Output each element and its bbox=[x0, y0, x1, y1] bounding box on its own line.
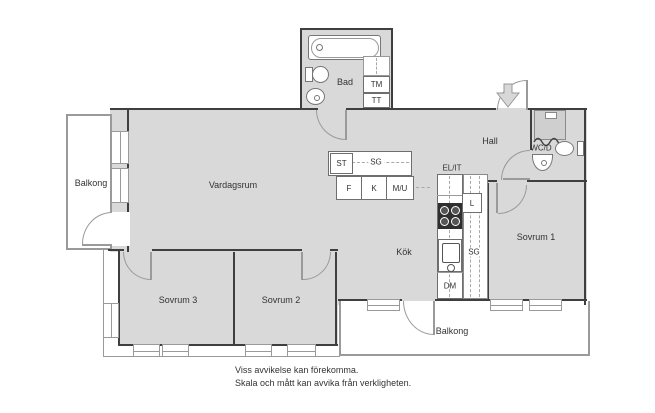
balcony-left-door-leaf bbox=[82, 244, 112, 246]
wall bbox=[233, 252, 235, 346]
wall bbox=[584, 108, 586, 305]
wardrobe-sg-label: SG bbox=[467, 247, 481, 257]
disclaimer-line-1: Viss avvikelse kan förekomma. bbox=[235, 365, 359, 375]
bathtub-icon bbox=[308, 35, 381, 60]
wall bbox=[110, 108, 302, 110]
room-label-balkong-left: Balkong bbox=[74, 178, 108, 188]
counter-divider bbox=[437, 195, 463, 196]
window bbox=[133, 344, 160, 357]
door-opening bbox=[110, 212, 130, 246]
wall bbox=[391, 28, 393, 110]
dishwasher-label: DM bbox=[443, 281, 457, 291]
washing-machine-box: TM bbox=[363, 76, 390, 93]
room-label-kok: Kök bbox=[396, 247, 412, 257]
wall bbox=[330, 249, 338, 251]
window bbox=[245, 344, 272, 357]
sink-icon bbox=[306, 88, 325, 105]
dashed-cabinet bbox=[363, 56, 390, 76]
cabinet-k: K bbox=[361, 176, 387, 200]
disclaimer-line-2: Skala och mått kan avvika från verklighe… bbox=[235, 378, 412, 388]
wall bbox=[300, 28, 302, 110]
elit-label: EL/IT bbox=[442, 163, 462, 173]
room-label-balkong-bottom: Balkong bbox=[435, 326, 469, 336]
entrance-arrow-icon bbox=[495, 83, 521, 108]
window bbox=[111, 168, 129, 203]
dryer-box: TT bbox=[363, 93, 390, 108]
balcony-door-leaf bbox=[433, 301, 435, 335]
wcd-door-leaf bbox=[503, 178, 530, 180]
window bbox=[529, 299, 562, 311]
disclaimer-text: Viss avvikelse kan förekomma. Skala och … bbox=[235, 364, 411, 390]
cabinet-st: ST bbox=[330, 153, 353, 174]
room-label-sovrum1: Sovrum 1 bbox=[516, 232, 556, 242]
sovrum1-door-leaf bbox=[496, 183, 498, 213]
bathroom-door-leaf bbox=[345, 110, 347, 140]
wall bbox=[335, 252, 337, 346]
window bbox=[103, 303, 119, 338]
wall bbox=[487, 180, 497, 182]
room-label-wcd: WC/D bbox=[530, 143, 552, 153]
cabinet-st-label: ST bbox=[336, 159, 347, 168]
wall bbox=[302, 108, 318, 110]
room-label-bad: Bad bbox=[336, 77, 354, 87]
cabinet-mu: M/U bbox=[386, 176, 414, 200]
room-label-sovrum2: Sovrum 2 bbox=[261, 295, 301, 305]
room-label-vardagsrum: Vardagsrum bbox=[208, 180, 258, 190]
cabinet-k-label: K bbox=[371, 183, 377, 193]
cabinet-l-label: L bbox=[469, 198, 475, 208]
room-label-sovrum3: Sovrum 3 bbox=[158, 295, 198, 305]
wall bbox=[118, 250, 120, 346]
toilet-icon bbox=[555, 141, 574, 156]
dryer-label: TT bbox=[371, 96, 382, 105]
entrance-door-leaf bbox=[526, 80, 528, 110]
wall bbox=[528, 108, 587, 110]
kitchen-sink-icon bbox=[438, 239, 462, 272]
toilet-bowl-icon bbox=[312, 66, 329, 83]
sovrum3-door-leaf bbox=[150, 252, 152, 280]
window bbox=[162, 344, 189, 357]
room-label-hall: Hall bbox=[482, 136, 498, 146]
wall bbox=[152, 249, 302, 251]
cabinet-f: F bbox=[336, 176, 362, 200]
cabinet-l: L bbox=[462, 193, 482, 213]
exterior-line-south bbox=[103, 356, 340, 357]
cabinet-sg-upper-label: SG bbox=[368, 157, 384, 167]
counter-divider bbox=[437, 272, 463, 273]
wall bbox=[108, 249, 124, 251]
wall bbox=[487, 183, 489, 299]
window bbox=[367, 299, 400, 311]
toilet-tank-icon bbox=[577, 141, 584, 156]
cabinet-mu-label: M/U bbox=[392, 183, 408, 193]
wall bbox=[118, 344, 338, 346]
sovrum2-door-leaf bbox=[301, 252, 303, 280]
washing-machine-label: TM bbox=[370, 80, 383, 89]
wall bbox=[527, 180, 587, 182]
wall bbox=[393, 108, 496, 110]
wall bbox=[530, 108, 532, 150]
window bbox=[490, 299, 523, 311]
wall bbox=[346, 108, 393, 110]
shower-icon bbox=[534, 110, 566, 140]
stove-icon bbox=[438, 203, 462, 229]
window bbox=[287, 344, 316, 357]
window bbox=[111, 131, 129, 164]
kitchen-counter bbox=[437, 174, 463, 299]
cabinet-f-label: F bbox=[346, 183, 352, 193]
wall bbox=[300, 28, 393, 30]
